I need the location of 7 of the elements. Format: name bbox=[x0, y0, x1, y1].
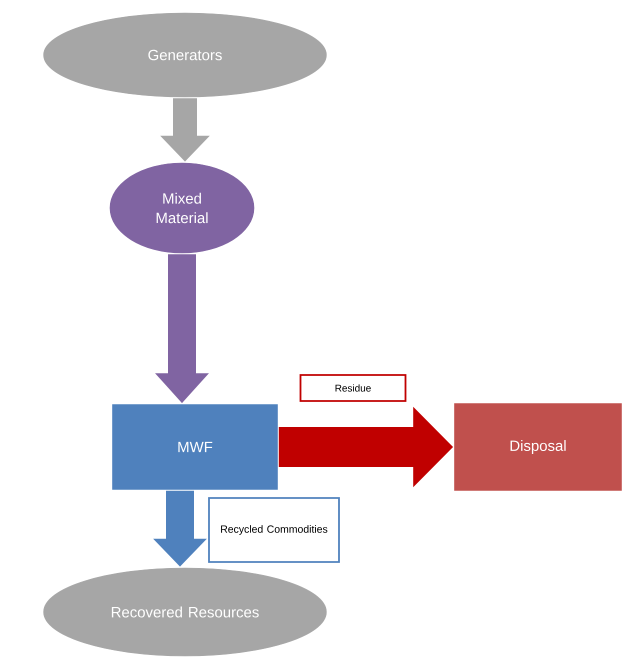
process-box: Disposal bbox=[454, 403, 622, 491]
ellipse-node: Generators bbox=[43, 12, 327, 98]
label-box: Recycled Commodities bbox=[208, 497, 340, 563]
process-box: MWF bbox=[112, 404, 278, 490]
label-box: Residue bbox=[300, 374, 406, 402]
ellipse-node: Mixed Material bbox=[110, 162, 254, 254]
ellipse-node: Recovered Resources bbox=[43, 568, 327, 656]
